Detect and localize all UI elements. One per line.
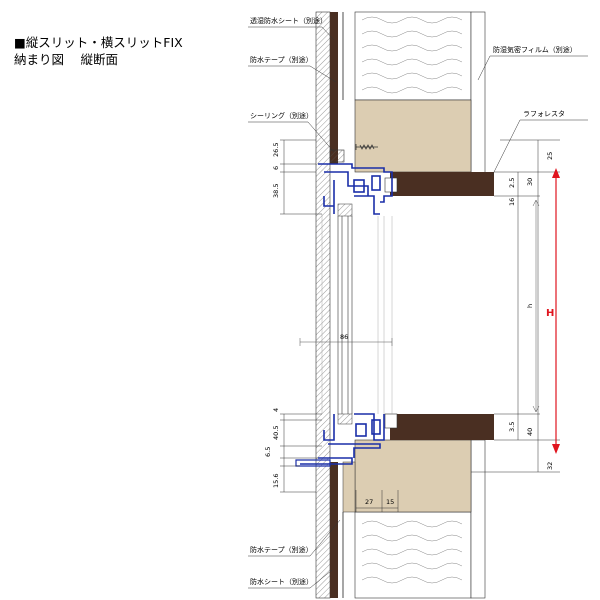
wall-sheathing-upper <box>330 12 338 164</box>
svg-text:3.5: 3.5 <box>508 422 516 432</box>
svg-text:2.5: 2.5 <box>508 178 516 188</box>
svg-text:38.5: 38.5 <box>272 184 280 198</box>
exterior-board <box>315 11 331 599</box>
title-block: ■縦スリット・横スリットFIX 納まり図 縦断面 <box>14 34 183 68</box>
dim-27: 27 <box>365 498 373 506</box>
wood-header <box>354 99 472 173</box>
screw-icon <box>355 144 378 150</box>
svg-text:26.5: 26.5 <box>272 143 280 157</box>
leader-lines <box>248 26 588 589</box>
wood-sill-outer <box>342 461 356 513</box>
bottom-flashing <box>295 459 331 467</box>
svg-text:15.6: 15.6 <box>272 474 280 488</box>
upper-glass-top <box>337 203 353 217</box>
lath-upper <box>390 172 494 196</box>
glass-unit <box>337 216 353 414</box>
insulation-upper-pattern <box>361 16 463 94</box>
insulation-lower-pattern <box>361 520 463 584</box>
svg-text:6: 6 <box>272 166 280 170</box>
insulation-upper <box>354 11 472 101</box>
interior-wall-upper <box>470 11 486 177</box>
svg-text:40.5: 40.5 <box>272 426 280 440</box>
wall-sheathing-lower <box>330 462 338 598</box>
svg-text:32: 32 <box>546 462 554 470</box>
lower-frame <box>300 413 385 465</box>
lath-lower <box>390 414 494 440</box>
dim-15: 15 <box>386 498 394 506</box>
dim-glass: 86 <box>340 333 348 341</box>
lower-glass-bottom <box>337 413 353 425</box>
svg-text:40: 40 <box>526 428 534 436</box>
left-dim-text-upper: 26.5 6 38.5 <box>272 143 280 198</box>
insulation-lower <box>354 511 472 599</box>
interior-wall-lower <box>470 439 486 599</box>
label-tape-top: 防水テープ（別途） <box>250 55 313 64</box>
svg-text:25: 25 <box>546 152 554 160</box>
label-sheet-bottom: 防水シート（別途） <box>250 577 313 586</box>
label-tape-bottom: 防水テープ（別途） <box>250 545 313 554</box>
sealing-block <box>329 149 345 163</box>
drawing-subtitle: 納まり図 縦断面 <box>14 52 118 67</box>
dim-H: H <box>546 308 554 319</box>
left-dim-lines <box>280 139 322 493</box>
svg-text:30: 30 <box>526 178 534 186</box>
left-dim-text-lower: 4 40.5 6.5 15.6 <box>264 408 280 488</box>
H-dim-line <box>552 168 560 454</box>
glass-dim-line <box>299 338 393 346</box>
svg-text:16: 16 <box>508 198 516 206</box>
svg-text:4: 4 <box>272 408 280 412</box>
dim-h: h <box>526 304 534 308</box>
lath-upper-trim <box>384 177 398 193</box>
label-vapor-film: 防湿気密フィルム（別途） <box>493 45 577 54</box>
drawing-title: ■縦スリット・横スリットFIX <box>14 35 183 50</box>
label-sealing: シーリング（別途） <box>250 111 313 120</box>
upper-frame <box>318 163 393 215</box>
glass-guides <box>321 214 393 414</box>
h-dim-line <box>532 199 540 413</box>
lath-lower-trim <box>384 413 398 429</box>
label-lath: ラフォレスタ <box>523 109 565 118</box>
label-moisture-sheet: 透湿防水シート（別途） <box>250 16 327 25</box>
right-dim-text: 25 30 2.5 16 3.5 40 32 <box>508 152 554 470</box>
right-dim-lines <box>471 139 560 473</box>
bottom-dim-lines <box>355 490 399 512</box>
svg-text:6.5: 6.5 <box>264 447 272 457</box>
